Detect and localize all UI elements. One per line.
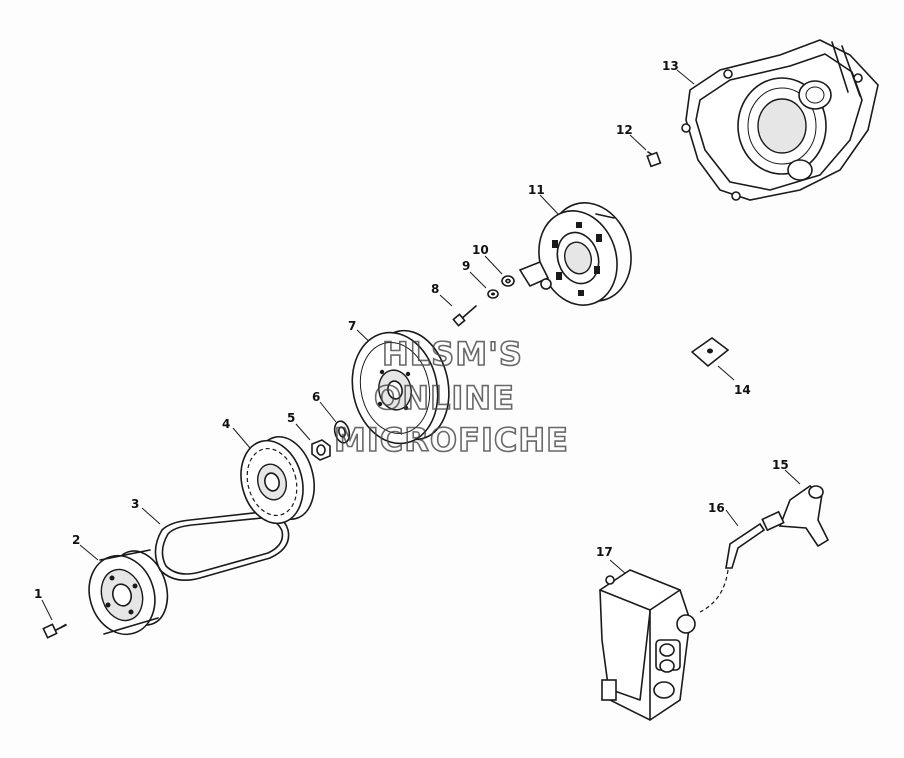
callout-8: 8 bbox=[431, 282, 439, 296]
part-2-pulley bbox=[79, 544, 169, 636]
part-4-ring-gear bbox=[232, 427, 315, 525]
callout-14: 14 bbox=[734, 383, 751, 397]
part-9-lock-washer bbox=[469, 271, 499, 299]
callout-7: 7 bbox=[348, 319, 356, 333]
callout-13: 13 bbox=[662, 59, 679, 73]
part-3-belt bbox=[141, 507, 290, 581]
callout-4: 4 bbox=[222, 417, 230, 431]
callout-12: 12 bbox=[616, 123, 633, 137]
part-5-nut bbox=[295, 423, 331, 461]
part-8-screw bbox=[439, 294, 477, 327]
part-15-plug-cap bbox=[761, 469, 830, 548]
callout-15: 15 bbox=[772, 458, 789, 472]
part-6-washer bbox=[319, 401, 351, 444]
part-16-ht-lead bbox=[699, 509, 766, 613]
callout-6: 6 bbox=[312, 390, 320, 404]
callout-2: 2 bbox=[72, 533, 80, 547]
callout-10: 10 bbox=[472, 243, 489, 257]
callout-3: 3 bbox=[131, 497, 139, 511]
watermark-line-3: MICROFICHE bbox=[334, 421, 569, 459]
callout-1: 1 bbox=[34, 587, 42, 601]
watermark: HLSM'S ONLINE MICROFICHE bbox=[333, 334, 569, 460]
part-10-washer bbox=[484, 255, 515, 287]
callout-16: 16 bbox=[708, 501, 725, 515]
callout-labels: 1 2 3 4 5 6 7 8 9 10 11 12 13 14 15 16 1… bbox=[34, 59, 789, 601]
callout-17: 17 bbox=[596, 545, 613, 559]
part-14-clip bbox=[690, 337, 735, 381]
watermark-line-2: ONLINE bbox=[374, 379, 515, 417]
callout-11: 11 bbox=[528, 183, 545, 197]
watermark-line-1: HLSM'S bbox=[382, 335, 523, 373]
part-7-flywheel bbox=[351, 329, 450, 445]
part-13-crankcase bbox=[676, 39, 879, 201]
callout-5: 5 bbox=[287, 411, 295, 425]
part-11-stator bbox=[518, 194, 632, 306]
part-1-bolt bbox=[41, 599, 67, 639]
part-17-ignition-coil bbox=[599, 559, 696, 721]
callout-9: 9 bbox=[462, 259, 470, 273]
part-12-bolt bbox=[629, 134, 662, 168]
